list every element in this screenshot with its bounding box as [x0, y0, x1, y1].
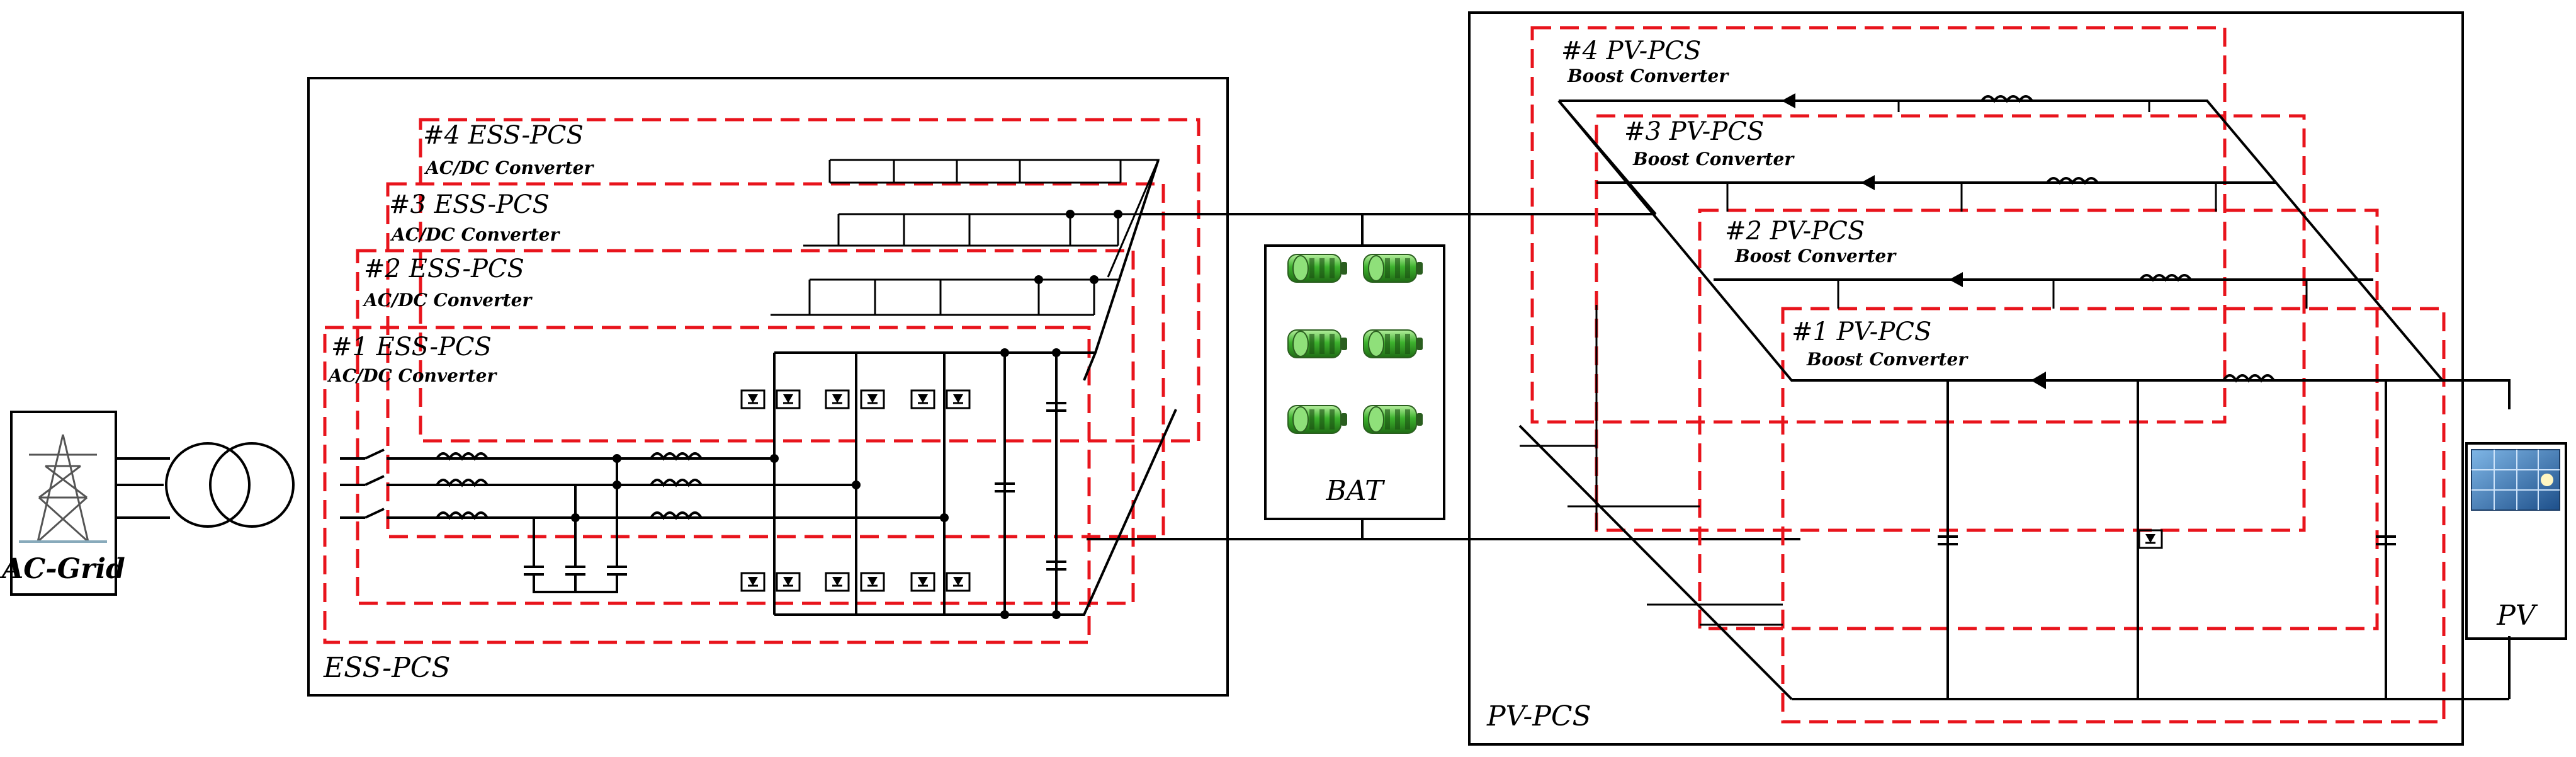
ess-unit-1-title: #1 ESS-PCS	[331, 333, 492, 361]
pv-panel: PV	[2465, 380, 2567, 640]
ess-unit-3-dc-bus	[803, 210, 1143, 247]
diode-icon	[2031, 372, 2046, 389]
boost-switch-icon	[2138, 529, 2163, 549]
pv-unit-3-subtitle: Boost Converter	[1632, 149, 1795, 169]
pv-unit-1-title: #1 PV-PCS	[1792, 317, 1931, 346]
pv-unit-3-border	[1595, 114, 2306, 532]
pv-unit-3-title: #3 PV-PCS	[1624, 117, 1764, 146]
ess-unit-4-border	[419, 118, 1200, 443]
pv-unit-1-border	[1781, 307, 2446, 724]
ess-unit-4-subtitle: AC/DC Converter	[424, 157, 594, 178]
ess-unit-2-subtitle: AC/DC Converter	[362, 290, 533, 310]
pv-unit-2-label: #2 PV-PCS Boost Converter	[1725, 217, 1897, 266]
dc-link-capacitor-icon	[995, 402, 1066, 571]
ess-unit-2-label: #2 ESS-PCS AC/DC Converter	[362, 254, 533, 310]
pv-unit-4-label: #4 PV-PCS Boost Converter	[1561, 37, 1729, 86]
pv-unit-2-border	[1698, 208, 2379, 630]
ess-unit-2-title: #2 ESS-PCS	[364, 254, 524, 283]
battery-label: BAT	[1325, 475, 1386, 507]
solar-panel-icon	[2471, 449, 2560, 511]
ess-pcs-group-label: ESS-PCS	[323, 652, 451, 684]
ess-unit-1-circuit	[340, 159, 1177, 619]
transmission-tower-icon	[19, 434, 107, 543]
battery-bank: BAT	[1264, 244, 1445, 520]
ess-unit-1-border	[323, 326, 1091, 644]
battery-icon	[1287, 254, 1423, 434]
ess-unit-1-label: #1 ESS-PCS AC/DC Converter	[327, 333, 497, 386]
capacitor-icon	[524, 454, 627, 593]
pv-unit-1-circuit	[1518, 100, 2511, 700]
ess-unit-4-title: #4 ESS-PCS	[423, 121, 584, 150]
pv-unit-2-bus	[1595, 272, 2373, 530]
pv-unit-3-label: #3 PV-PCS Boost Converter	[1624, 117, 1795, 169]
ess-unit-3-title: #3 ESS-PCS	[389, 190, 550, 219]
pv-unit-3-bus	[1596, 175, 2276, 212]
ess-unit-4-dc-bus	[828, 159, 1160, 278]
ac-grid-box	[10, 411, 117, 596]
pv-pcs-box	[1468, 11, 2464, 746]
ess-pcs-group: ESS-PCS #4 ESS-PCS AC/DC Converter #3 ES…	[307, 77, 1229, 697]
ess-unit-3-label: #3 ESS-PCS AC/DC Converter	[389, 190, 560, 245]
transformer-icon	[165, 442, 295, 528]
ess-unit-2-dc-bus	[771, 275, 1121, 316]
grid-feeder	[116, 457, 170, 519]
pv-box	[2465, 442, 2567, 640]
inductor-icon	[436, 452, 703, 520]
ac-grid: AC-Grid	[0, 411, 125, 596]
ess-pcs-box	[307, 77, 1229, 697]
inductor-icon	[2222, 374, 2275, 383]
pv-unit-4-title: #4 PV-PCS	[1561, 37, 1701, 65]
ess-unit-4-label: #4 ESS-PCS AC/DC Converter	[423, 121, 594, 178]
pv-pcs-group-label: PV-PCS	[1486, 700, 1591, 732]
capacitor-icon	[1938, 535, 2396, 545]
pv-unit-1-subtitle: Boost Converter	[1806, 349, 1969, 370]
pv-pcs-group: PV-PCS #4 PV-PCS Boost Converter #3 PV-P…	[1468, 11, 2511, 746]
ess-unit-3-border	[386, 182, 1165, 538]
pv-unit-4-subtitle: Boost Converter	[1567, 65, 1729, 86]
ess-unit-3-subtitle: AC/DC Converter	[390, 224, 560, 245]
ess-unit-2-border	[356, 249, 1135, 605]
dc-bus	[1087, 213, 1800, 540]
ess-unit-1-subtitle: AC/DC Converter	[327, 365, 497, 386]
battery-box	[1264, 244, 1445, 520]
pv-unit-1-label: #1 PV-PCS Boost Converter	[1792, 317, 1969, 370]
pv-unit-2-title: #2 PV-PCS	[1725, 217, 1865, 246]
pv-unit-4-border	[1530, 26, 2227, 424]
pv-unit-2-subtitle: Boost Converter	[1734, 246, 1897, 266]
pv-label: PV	[2496, 600, 2538, 632]
ac-grid-label: AC-Grid	[0, 553, 125, 585]
